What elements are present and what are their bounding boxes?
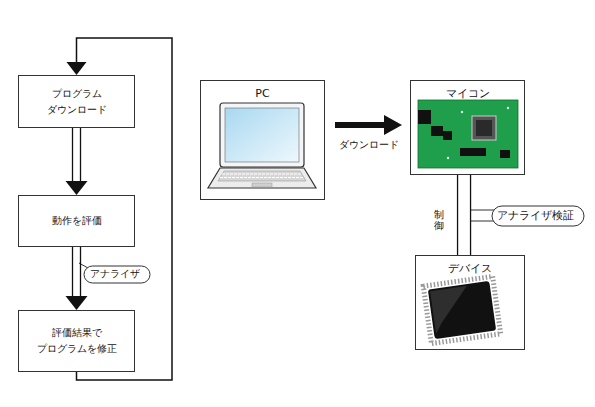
key-row	[220, 177, 304, 178]
pc-box: PC	[200, 80, 325, 200]
board-component	[443, 131, 452, 140]
laptop-keyboard	[218, 171, 306, 181]
edge-label: ダウンロード	[339, 139, 399, 151]
callout-label: アナライザ検証	[497, 209, 574, 222]
loop-line	[77, 38, 173, 380]
laptop-lid	[220, 103, 304, 167]
mcu-chip-core	[476, 120, 492, 136]
arrow-stem	[72, 247, 73, 296]
arrow-stem	[80, 247, 81, 296]
analyzer-tap	[471, 206, 584, 226]
node-text: 動作を評価	[52, 213, 102, 229]
chip-highlight	[430, 286, 473, 334]
board-component	[418, 110, 431, 124]
arrow-stem	[80, 128, 81, 181]
control-bus	[458, 175, 471, 255]
board-component	[431, 126, 443, 136]
edge-label: 制御	[432, 201, 444, 225]
board-component	[500, 150, 510, 158]
double-flow-arrow	[66, 128, 88, 195]
tap-line	[471, 210, 494, 211]
bus-line	[457, 175, 458, 255]
double-flow-arrow	[66, 247, 88, 310]
board-via	[461, 111, 463, 113]
node-text: マイコン	[446, 86, 490, 102]
chip-body	[428, 281, 496, 339]
arrow-head	[66, 296, 88, 310]
node-text: プログラム ダウンロード	[41, 86, 113, 118]
callout-pill	[84, 266, 150, 283]
arrow-head	[384, 115, 402, 135]
laptop-illustration	[208, 103, 316, 188]
mcu-box: マイコン	[410, 80, 525, 175]
process-box: プログラム ダウンロード	[18, 75, 135, 128]
chip-illustration	[423, 276, 500, 343]
download-arrow	[335, 115, 402, 135]
chip-pins	[423, 276, 500, 343]
mcu-chip	[472, 116, 496, 140]
arrow-head	[66, 181, 88, 195]
process-box: 評価結果で プログラムを修正	[18, 310, 135, 372]
laptop-base	[208, 168, 316, 188]
laptop-screen	[225, 108, 299, 162]
device-box: デバイス	[415, 255, 525, 350]
callout-label: アナライザ	[90, 268, 140, 280]
callout-leader	[79, 263, 88, 268]
node-text: デバイス	[448, 261, 492, 277]
bus-line	[470, 175, 471, 255]
node-text: 評価結果で プログラムを修正	[33, 325, 121, 357]
arrow-stem	[72, 128, 73, 181]
board-component	[460, 148, 486, 156]
board-via	[447, 157, 449, 159]
analyzer-callout	[79, 263, 150, 283]
key-row	[222, 173, 302, 174]
node-text: PC	[255, 86, 269, 102]
board-illustration	[418, 100, 518, 168]
tap-line	[471, 221, 494, 222]
loop-arrow	[67, 38, 173, 380]
process-box: 動作を評価	[18, 195, 135, 247]
circuit-board	[418, 100, 518, 168]
arrow-shaft	[335, 122, 384, 128]
callout-pill	[492, 206, 584, 226]
laptop-touchpad	[252, 183, 272, 187]
board-via	[507, 107, 509, 109]
arrow-head	[67, 62, 87, 75]
